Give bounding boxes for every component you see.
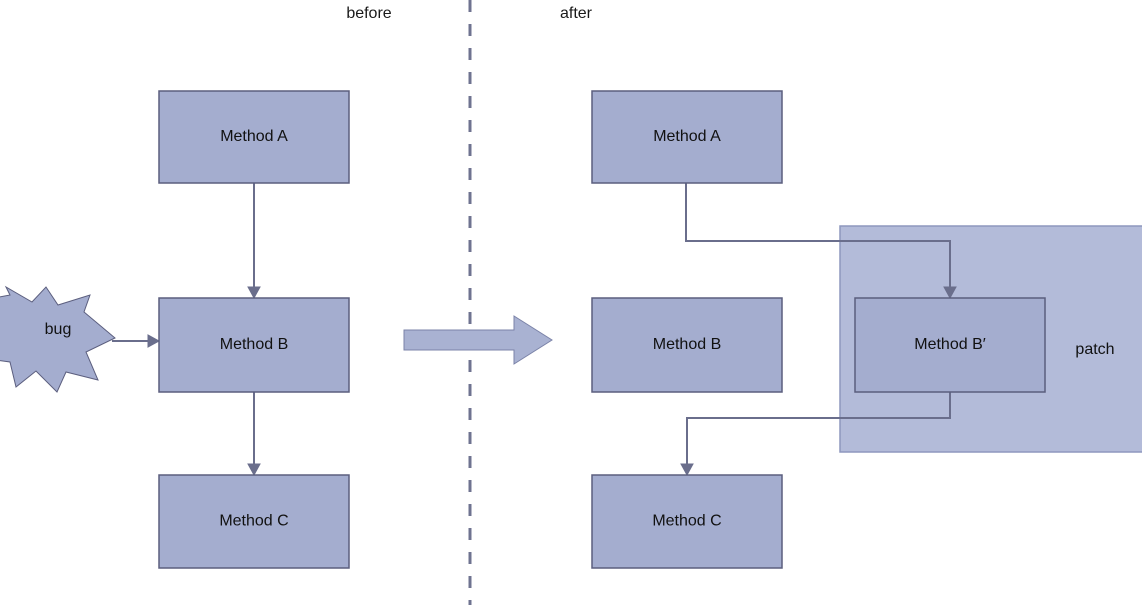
edge-method-b-to-method-c-arrowhead (247, 463, 261, 477)
bug-label: bug (45, 321, 72, 338)
header-after: after (560, 5, 593, 22)
node-method-c-rect (158, 474, 350, 569)
node-method-b-prime[interactable]: Method B′ (854, 297, 1046, 393)
node-method-a-label: Method A (220, 128, 288, 145)
before-panel: bug Method A Method B Method C (0, 90, 350, 569)
before-after-transform-arrow (403, 315, 553, 365)
node-method-c-after-label: Method C (652, 513, 721, 530)
node-method-a-after-rect (591, 90, 783, 184)
edge-method-b-prime-to-method-c (686, 392, 951, 469)
after-panel: patch Method A Method B Method C (591, 90, 1142, 569)
edge-method-a-to-method-b-prime-arrowhead (943, 286, 957, 300)
node-method-c-label: Method C (219, 513, 288, 530)
node-method-a[interactable]: Method A (158, 90, 350, 184)
patch-container-label: patch (1075, 341, 1114, 358)
node-method-c[interactable]: Method C (158, 474, 350, 569)
node-method-c-after[interactable]: Method C (591, 474, 783, 569)
node-method-b-prime-rect (854, 297, 1046, 393)
node-method-b[interactable]: Method B (158, 297, 350, 393)
node-method-b-after-rect (591, 297, 783, 393)
edge-method-a-to-method-b-arrowhead (247, 286, 261, 300)
node-method-b-prime-label: Method B′ (914, 336, 985, 353)
header-before: before (346, 5, 391, 22)
node-method-a-rect (158, 90, 350, 184)
node-method-b-label: Method B (220, 336, 288, 353)
edge-bug-to-method-b-arrowhead (147, 334, 161, 348)
edge-method-b-prime-to-method-c-arrowhead (680, 463, 694, 477)
node-method-b-rect (158, 297, 350, 393)
bug-burst-shape (0, 285, 116, 393)
node-method-b-after-label: Method B (653, 336, 721, 353)
edge-method-a-to-method-b-prime (685, 183, 951, 292)
node-method-a-after[interactable]: Method A (591, 90, 783, 184)
node-method-a-after-label: Method A (653, 128, 721, 145)
node-method-b-after[interactable]: Method B (591, 297, 783, 393)
node-method-c-after-rect (591, 474, 783, 569)
